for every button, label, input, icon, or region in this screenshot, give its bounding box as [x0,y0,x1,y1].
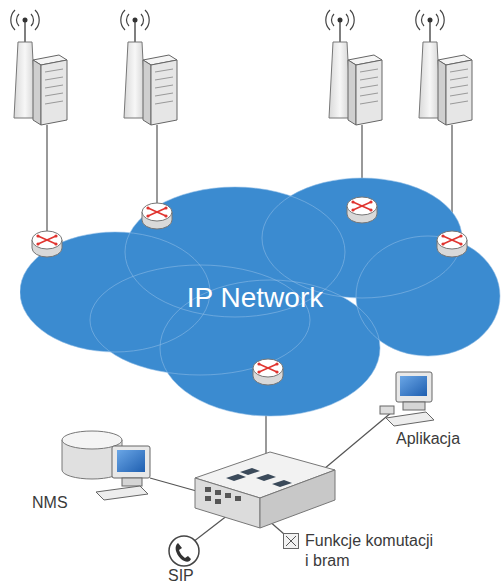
nms-label: NMS [32,494,68,512]
sip-phone [169,536,199,566]
router-icon [32,231,62,257]
base-stations [11,10,472,125]
application-pc [380,372,434,426]
application-label: Aplikacja [396,430,460,448]
router-icon [437,231,467,257]
nms-station [62,431,150,500]
legend-item: Funkcje komutacji i bram [283,531,437,571]
router-icon [253,359,283,385]
legend-swatch [283,533,299,549]
network-cloud: IP Network [20,170,504,450]
router-icon [142,203,172,229]
router-icon [347,197,377,223]
legend-text: Funkcje komutacji i bram [305,531,437,571]
cloud-label: IP Network [187,283,323,314]
sip-label: SIP [168,567,194,585]
switch-box [195,452,335,528]
